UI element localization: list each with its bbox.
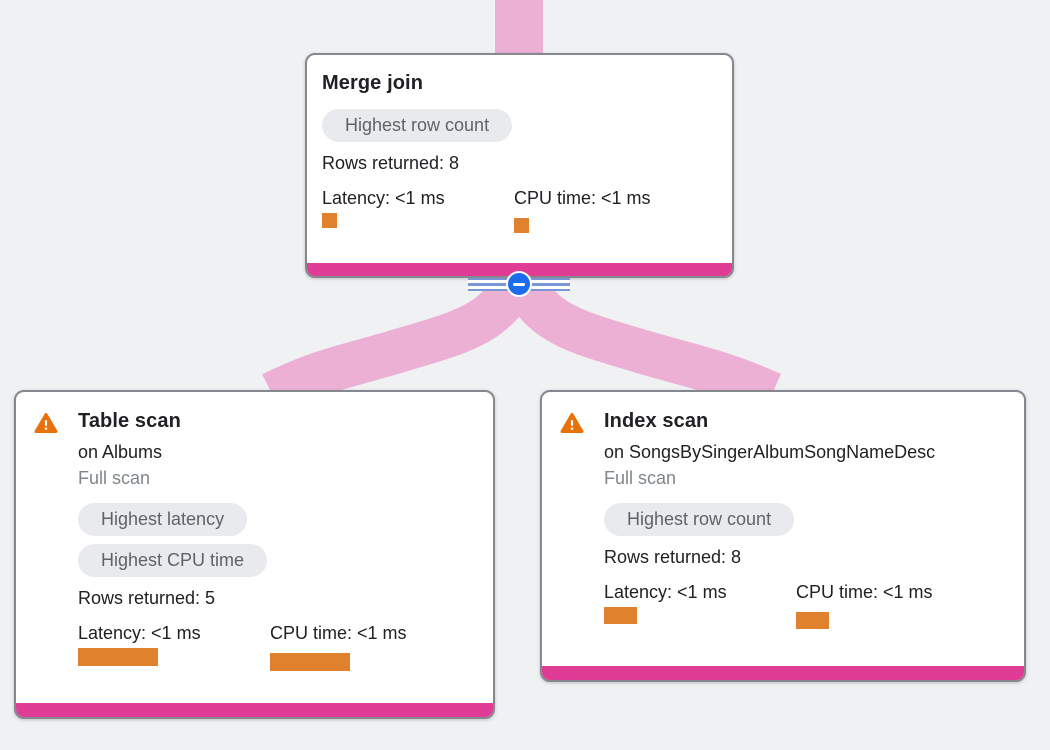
node-card-table-scan[interactable]: Table scan on Albums Full scan Highest l… <box>14 390 495 719</box>
minus-icon <box>513 282 525 286</box>
latency-metric: Latency: <1 ms <box>322 187 514 233</box>
edge-to-index-scan <box>497 260 781 415</box>
badge-highest-row-count: Highest row count <box>604 503 795 536</box>
cpu-time-metric: CPU time: <1 ms <box>796 581 988 629</box>
collapse-button[interactable] <box>506 271 532 297</box>
node-subtitle: on SongsBySingerAlbumSongNameDesc <box>604 442 936 462</box>
cpu-time-label: CPU time: <1 ms <box>270 623 407 643</box>
cpu-time-bar <box>270 653 350 671</box>
metrics-row: Latency: <1 ms CPU time: <1 ms <box>322 187 717 233</box>
accent-bar <box>16 703 493 717</box>
rows-returned: Rows returned: 5 <box>78 588 216 608</box>
warning-icon <box>34 413 58 433</box>
badge-highest-latency: Highest latency <box>78 503 248 536</box>
accent-bar <box>307 263 732 276</box>
cpu-time-bar <box>514 218 529 233</box>
metrics-row: Latency: <1 ms CPU time: <1 ms <box>604 581 1010 629</box>
latency-label: Latency: <1 ms <box>78 623 201 643</box>
rows-returned: Rows returned: 8 <box>322 153 460 173</box>
cpu-time-metric: CPU time: <1 ms <box>270 622 462 671</box>
edge-to-table-scan <box>262 260 541 414</box>
latency-bar <box>78 648 158 666</box>
cpu-time-label: CPU time: <1 ms <box>796 582 933 602</box>
node-title: Table scan <box>78 410 181 432</box>
node-title: Index scan <box>604 410 709 432</box>
cpu-time-metric: CPU time: <1 ms <box>514 187 706 233</box>
latency-label: Latency: <1 ms <box>322 188 445 208</box>
latency-metric: Latency: <1 ms <box>78 622 270 671</box>
scan-type-label: Full scan <box>78 468 151 488</box>
edge-from-parent <box>495 0 543 56</box>
latency-bar <box>322 213 337 228</box>
rows-returned: Rows returned: 8 <box>604 547 742 567</box>
node-card-merge-join[interactable]: Merge join Highest row count Rows return… <box>305 53 734 278</box>
cpu-time-label: CPU time: <1 ms <box>514 188 651 208</box>
accent-bar <box>542 666 1024 680</box>
node-subtitle: on Albums <box>78 442 163 462</box>
node-card-index-scan[interactable]: Index scan on SongsBySingerAlbumSongName… <box>540 390 1026 682</box>
node-title: Merge join <box>322 72 424 94</box>
badge-highest-row-count: Highest row count <box>322 109 513 142</box>
metrics-row: Latency: <1 ms CPU time: <1 ms <box>78 622 479 671</box>
badge-highest-cpu-time: Highest CPU time <box>78 544 268 577</box>
cpu-time-bar <box>796 612 829 629</box>
latency-metric: Latency: <1 ms <box>604 581 796 629</box>
latency-label: Latency: <1 ms <box>604 582 727 602</box>
warning-icon <box>560 413 584 433</box>
scan-type-label: Full scan <box>604 468 677 488</box>
latency-bar <box>604 607 637 624</box>
